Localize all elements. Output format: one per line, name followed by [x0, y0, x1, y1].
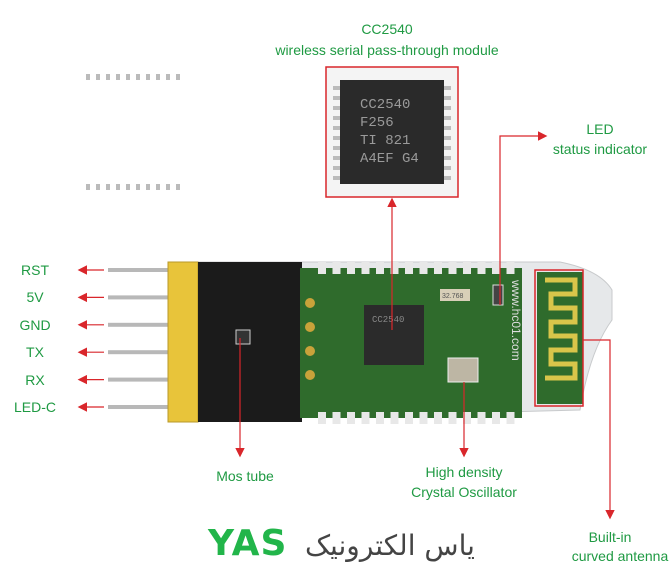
header-pins: [108, 268, 172, 409]
crystal-label-line2: Crystal Oscillator: [411, 484, 517, 500]
led-label-line1: LED: [586, 121, 614, 137]
svg-text:32.768: 32.768: [442, 293, 464, 300]
mos-tube: [235, 329, 251, 345]
pcb-antenna: [545, 277, 578, 381]
header-pin: [108, 322, 172, 327]
svg-text:CC2540: CC2540: [372, 315, 404, 325]
callout-lines: [77, 131, 615, 520]
pin-label-5v: 5V: [26, 289, 44, 305]
mos-tube-label: Mos tube: [216, 468, 274, 484]
header-pin: [108, 350, 172, 355]
header-pin: [108, 268, 172, 272]
pin-label-tx: TX: [26, 344, 44, 360]
antenna-highlight: [534, 269, 584, 407]
svg-text:F256: F256: [360, 115, 394, 131]
antenna-label-line2: curved antenna: [571, 548, 669, 564]
pin-label-rst: RST: [21, 262, 49, 278]
antenna-label-line1: Built-in: [588, 529, 632, 545]
status-led: [492, 284, 504, 306]
header-pin: [108, 405, 172, 409]
chip-marking-1: CC2540: [360, 97, 410, 113]
yas-persian-name: یاس الکترونیک: [305, 529, 475, 562]
led-label-line2: status indicator: [552, 141, 648, 157]
chip-subtitle: wireless serial pass-through module: [275, 42, 499, 58]
chip-closeup-image: CC2540 F256 TI 821 A4EF G4: [86, 66, 459, 198]
header-pin: [108, 377, 172, 382]
pin-label-led-c: LED-C: [13, 399, 56, 415]
yellow-header: [167, 261, 199, 423]
chip-title: CC2540: [361, 21, 413, 37]
pin-label-rx: RX: [25, 372, 45, 388]
board-url: www.hc01.com: [509, 279, 523, 361]
yas-logo: YAS: [208, 523, 288, 564]
crystal-label-line1: High density: [425, 464, 503, 480]
header-pin: [108, 295, 172, 300]
svg-text:A4EF G4: A4EF G4: [360, 151, 419, 167]
svg-text:TI 821: TI 821: [360, 133, 410, 149]
crystal-oscillator: [447, 357, 479, 383]
cc2540-chip: [364, 305, 424, 365]
pin-label-gnd: GND: [19, 317, 51, 333]
